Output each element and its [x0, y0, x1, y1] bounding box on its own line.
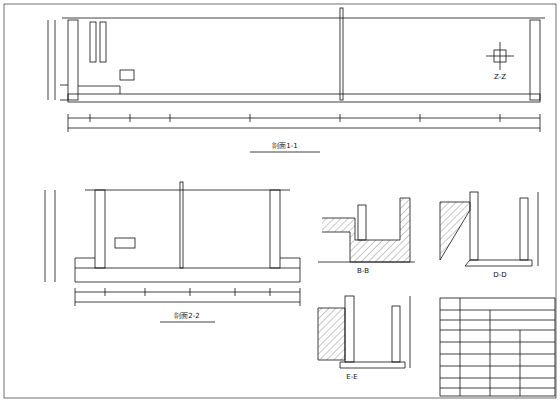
- section-label: D-D: [492, 272, 507, 280]
- section-label: 剖面2-2: [173, 313, 200, 321]
- detail-d: [440, 192, 538, 266]
- detail-b: [318, 198, 415, 262]
- section-label: 剖面1-1: [271, 143, 298, 151]
- dimension-ticks: [68, 114, 540, 132]
- detail-e: [318, 296, 410, 368]
- title-block: [440, 298, 555, 396]
- section-label: Z-Z: [493, 74, 507, 82]
- section-1-1: [48, 8, 545, 152]
- detail-z: [486, 42, 514, 70]
- section-2-2: [45, 182, 300, 322]
- section-label: B-B: [356, 268, 370, 276]
- section-label: E-E: [345, 374, 358, 382]
